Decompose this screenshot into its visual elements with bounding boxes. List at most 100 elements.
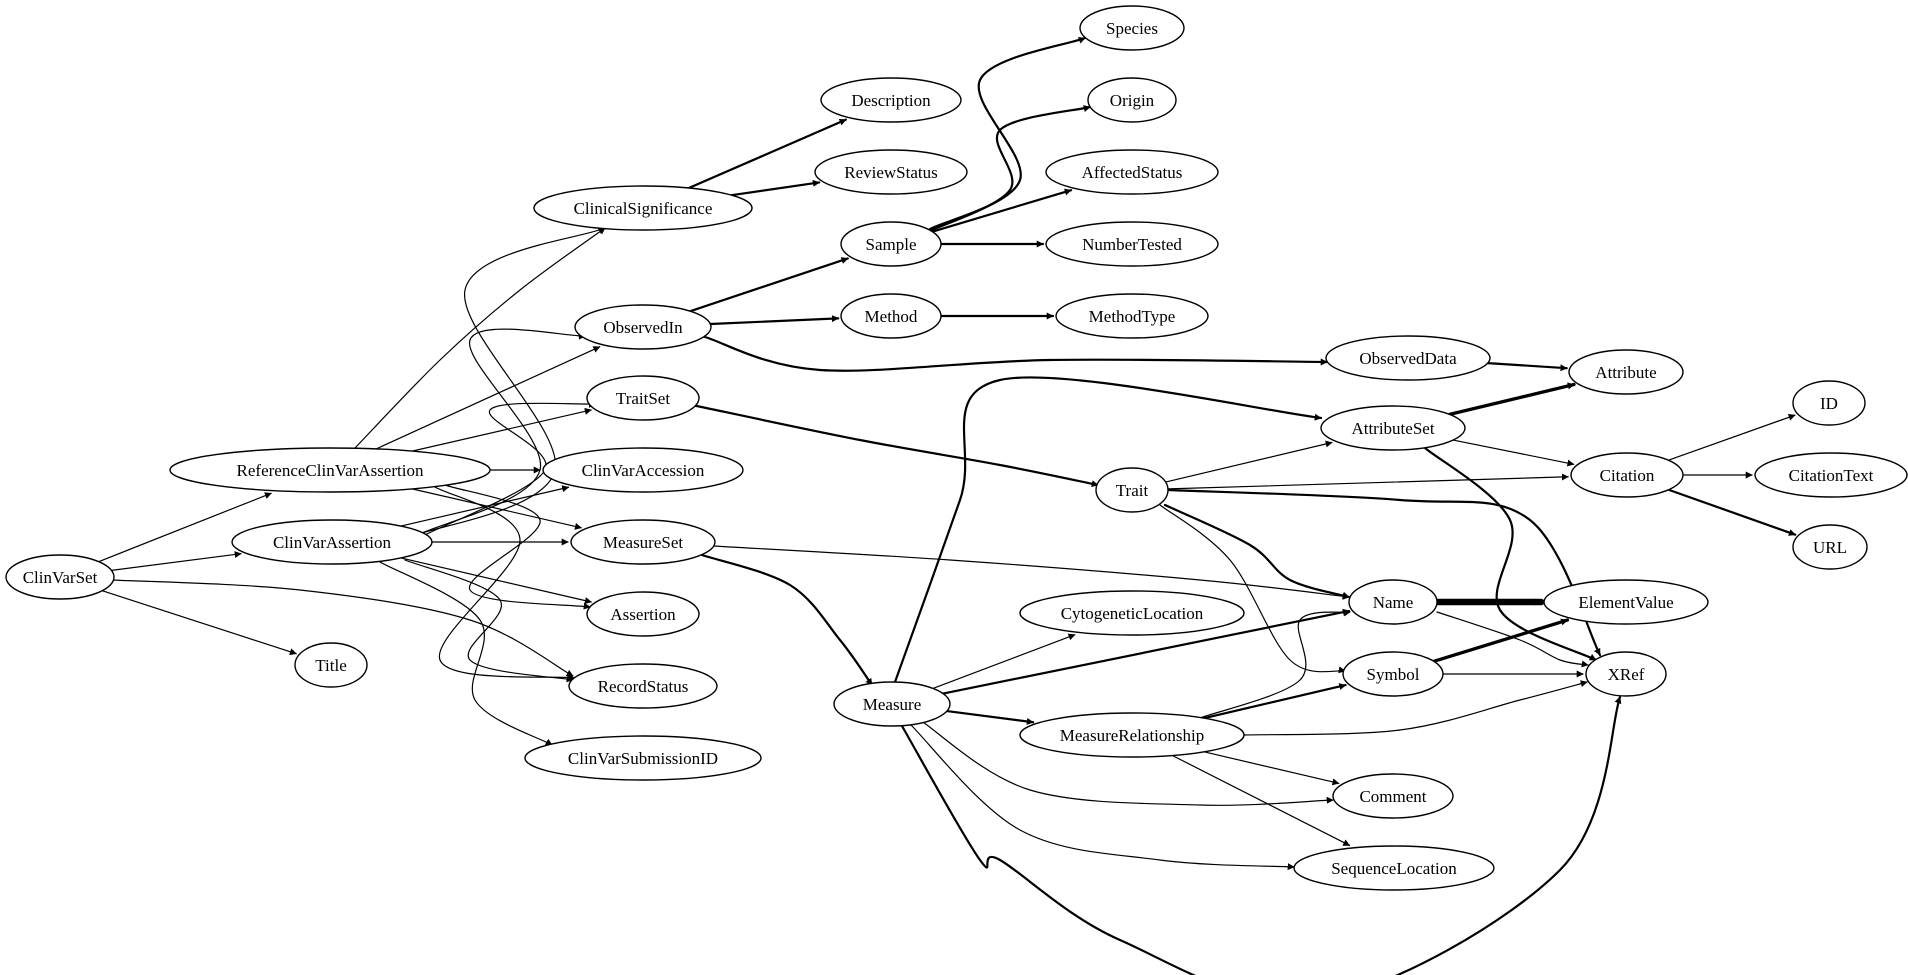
edge-line bbox=[690, 403, 1100, 488]
node-method[interactable]: Method bbox=[840, 293, 942, 339]
node-citation[interactable]: Citation bbox=[1570, 452, 1684, 498]
node-ellipse bbox=[1754, 452, 1908, 498]
node-measure[interactable]: Measure bbox=[833, 681, 951, 727]
node-citationtext[interactable]: CitationText bbox=[1754, 452, 1908, 498]
node-attributeset[interactable]: AttributeSet bbox=[1320, 405, 1466, 451]
node-ellipse bbox=[1079, 5, 1185, 51]
node-symbol[interactable]: Symbol bbox=[1342, 651, 1444, 697]
node-name[interactable]: Name bbox=[1348, 579, 1438, 625]
node-cytogeneticlocation[interactable]: CytogeneticLocation bbox=[1019, 590, 1245, 636]
node-numbertested[interactable]: NumberTested bbox=[1045, 221, 1219, 267]
node-observeddata[interactable]: ObservedData bbox=[1325, 335, 1491, 381]
edge-trait-to-xref bbox=[1166, 488, 1602, 657]
edge-line bbox=[424, 400, 596, 536]
node-label: TraitSet bbox=[616, 389, 670, 408]
node-attribute[interactable]: Attribute bbox=[1568, 349, 1684, 395]
node-label: Measure bbox=[863, 695, 922, 714]
edge-line bbox=[712, 545, 1350, 600]
edge-line bbox=[101, 590, 297, 656]
node-xref[interactable]: XRef bbox=[1585, 651, 1667, 697]
node-clinvarsubmissionid[interactable]: ClinVarSubmissionID bbox=[524, 735, 762, 781]
edge-line bbox=[687, 118, 847, 190]
edge-line bbox=[110, 551, 242, 571]
node-label: AffectedStatus bbox=[1082, 163, 1183, 182]
node-label: ElementValue bbox=[1578, 593, 1673, 612]
node-label: MeasureRelationship bbox=[1060, 726, 1204, 745]
node-origin[interactable]: Origin bbox=[1087, 77, 1177, 123]
node-ellipse bbox=[1570, 452, 1684, 498]
node-affectedstatus[interactable]: AffectedStatus bbox=[1045, 149, 1219, 195]
node-ellipse bbox=[820, 77, 962, 123]
node-observedin[interactable]: ObservedIn bbox=[574, 304, 712, 350]
node-ellipse bbox=[542, 447, 744, 493]
node-clinvarassertion[interactable]: ClinVarAssertion bbox=[231, 519, 433, 565]
node-ellipse bbox=[1320, 405, 1466, 451]
edge-observedin-to-sample bbox=[689, 257, 849, 313]
node-label: ID bbox=[1820, 394, 1838, 413]
node-ellipse bbox=[1293, 845, 1495, 891]
node-url[interactable]: URL bbox=[1792, 524, 1868, 570]
edge-line bbox=[1171, 754, 1351, 847]
edge-measure-to-measurerelationship bbox=[945, 709, 1035, 725]
node-clinicalsignificance[interactable]: ClinicalSignificance bbox=[533, 185, 753, 231]
node-ellipse bbox=[1045, 221, 1219, 267]
edge-line bbox=[444, 484, 591, 610]
node-ellipse bbox=[1019, 712, 1245, 758]
node-clinvaraccession[interactable]: ClinVarAccession bbox=[542, 447, 744, 493]
node-measureset[interactable]: MeasureSet bbox=[570, 519, 716, 565]
node-label: Species bbox=[1106, 19, 1158, 38]
node-label: Trait bbox=[1116, 481, 1149, 500]
node-assertion[interactable]: Assertion bbox=[586, 591, 700, 637]
node-label: SequenceLocation bbox=[1331, 859, 1457, 878]
edge-line bbox=[1166, 488, 1602, 657]
edge-line bbox=[709, 315, 840, 326]
edge-line bbox=[379, 561, 553, 746]
node-label: CitationText bbox=[1789, 466, 1874, 485]
node-description[interactable]: Description bbox=[820, 77, 962, 123]
node-referenceclinvarassertion[interactable]: ReferenceClinVarAssertion bbox=[169, 447, 491, 493]
node-species[interactable]: Species bbox=[1079, 5, 1185, 51]
node-label: ReviewStatus bbox=[844, 163, 938, 182]
edge-line bbox=[1436, 611, 1589, 668]
node-label: Comment bbox=[1359, 787, 1426, 806]
node-methodtype[interactable]: MethodType bbox=[1055, 293, 1209, 339]
edge-line bbox=[419, 328, 586, 535]
node-label: Symbol bbox=[1367, 665, 1420, 684]
node-id[interactable]: ID bbox=[1792, 380, 1866, 426]
node-trait[interactable]: Trait bbox=[1095, 467, 1169, 513]
edge-measurerelationship-to-xref bbox=[1243, 680, 1588, 736]
edge-line bbox=[893, 376, 1323, 684]
node-title[interactable]: Title bbox=[294, 642, 368, 688]
node-reviewstatus[interactable]: ReviewStatus bbox=[814, 149, 968, 195]
node-ellipse bbox=[1792, 524, 1868, 570]
node-sequencelocation[interactable]: SequenceLocation bbox=[1293, 845, 1495, 891]
node-elementvalue[interactable]: ElementValue bbox=[1543, 579, 1709, 625]
node-ellipse bbox=[524, 735, 762, 781]
node-ellipse bbox=[1792, 380, 1866, 426]
edge-measurerelationship-to-comment bbox=[1203, 751, 1340, 786]
node-clinvarset[interactable]: ClinVarSet bbox=[5, 554, 115, 600]
edge-line bbox=[1243, 680, 1588, 736]
edge-measureset-to-measure bbox=[700, 553, 874, 687]
node-label: Origin bbox=[1110, 91, 1155, 110]
node-ellipse bbox=[1019, 590, 1245, 636]
edge-line bbox=[900, 695, 1622, 975]
node-comment[interactable]: Comment bbox=[1332, 773, 1454, 819]
node-traitset[interactable]: TraitSet bbox=[586, 375, 700, 421]
node-sample[interactable]: Sample bbox=[840, 221, 942, 267]
edge-citation-to-url bbox=[1667, 488, 1797, 536]
edge-line bbox=[942, 608, 1351, 695]
node-label: ClinVarSet bbox=[23, 568, 98, 587]
node-measurerelationship[interactable]: MeasureRelationship bbox=[1019, 712, 1245, 758]
node-recordstatus[interactable]: RecordStatus bbox=[568, 663, 718, 709]
node-label: URL bbox=[1813, 538, 1847, 557]
node-ellipse bbox=[1087, 77, 1177, 123]
edge-line bbox=[1203, 751, 1340, 786]
node-ellipse bbox=[169, 447, 491, 493]
edge-clinicalsignificance-to-description bbox=[687, 118, 847, 190]
edge-measure-to-xref bbox=[900, 695, 1622, 975]
edge-referenceclinvarassertion-to-assertion bbox=[444, 484, 591, 610]
node-ellipse bbox=[833, 681, 951, 727]
node-ellipse bbox=[1585, 651, 1667, 697]
